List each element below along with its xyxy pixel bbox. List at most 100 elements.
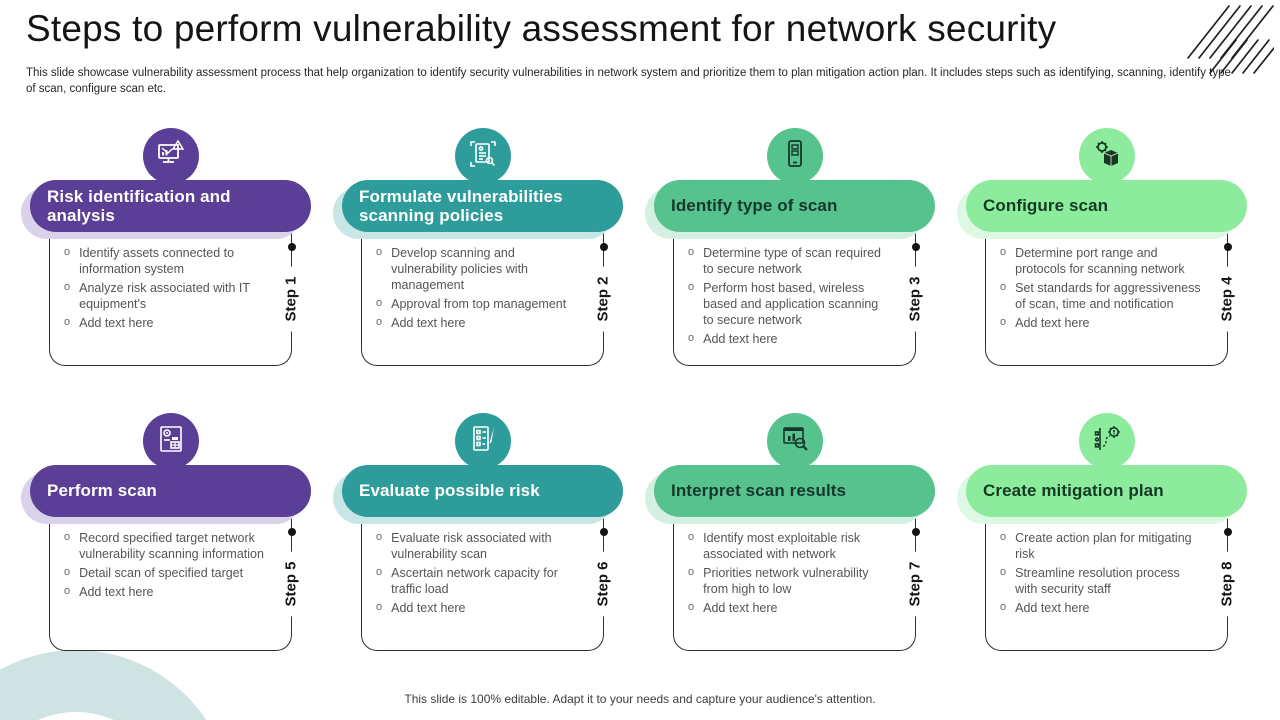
bullet-text: Create action plan for mitigating risk bbox=[1015, 531, 1192, 561]
card-body: o Determine port range and protocols for … bbox=[985, 232, 1236, 366]
bullet-item: o Identify most exploitable risk associat… bbox=[688, 530, 889, 562]
bullet-marker: o bbox=[1000, 531, 1007, 543]
step-connector-dot bbox=[911, 528, 920, 536]
bullet-marker: o bbox=[1000, 316, 1007, 328]
step-card: Create mitigation plan o Create action pla… bbox=[957, 413, 1247, 655]
bullet-marker: o bbox=[376, 246, 383, 258]
step-card: Risk identification and analysis o Identif… bbox=[21, 128, 311, 370]
card-title: Formulate vulnerabilities scanning polic… bbox=[359, 186, 563, 225]
bullet-marker: o bbox=[64, 531, 71, 543]
step-label: Step 8 bbox=[1218, 550, 1236, 617]
bullet-item: o Analyze risk associated with IT equipme… bbox=[64, 280, 265, 312]
card-body: o Identify most exploitable risk associat… bbox=[673, 517, 924, 651]
chart-magnifier-icon bbox=[779, 423, 811, 460]
card-bullet-list: o Identify most exploitable risk associat… bbox=[674, 517, 915, 616]
bullet-text: Add text here bbox=[703, 601, 778, 615]
card-bullet-list: o Determine type of scan required to secu… bbox=[674, 232, 915, 347]
bullet-text: Perform host based, wireless based and a… bbox=[703, 281, 879, 327]
page-subtitle: This slide showcase vulnerability assess… bbox=[26, 67, 1231, 96]
step-card: Interpret scan results o Identify most exp… bbox=[645, 413, 935, 655]
card-icon-circle bbox=[142, 128, 199, 184]
card-header: Interpret scan results bbox=[645, 465, 935, 524]
step-connector-dot bbox=[287, 243, 296, 251]
card-bullet-list: o Evaluate risk associated with vulnerabi… bbox=[362, 517, 603, 616]
bullet-text: Identify most exploitable risk associate… bbox=[703, 531, 861, 561]
bullet-text: Identify assets connected to information… bbox=[79, 246, 235, 276]
mobile-scan-icon bbox=[779, 138, 811, 175]
bullet-text: Add text here bbox=[79, 585, 154, 599]
bullet-item: o Create action plan for mitigating risk bbox=[1000, 530, 1201, 562]
step-label: Step 3 bbox=[906, 265, 924, 332]
step-label: Step 2 bbox=[594, 265, 612, 332]
card-icon-circle bbox=[454, 413, 511, 469]
card-header: Formulate vulnerabilities scanning polic… bbox=[333, 180, 623, 239]
bullet-item: o Detail scan of specified target bbox=[64, 565, 265, 581]
step-connector-dot bbox=[1223, 243, 1232, 251]
ring-decoration bbox=[0, 650, 232, 720]
bullet-text: Add text here bbox=[79, 316, 154, 330]
bullet-marker: o bbox=[688, 531, 695, 543]
card-title: Identify type of scan bbox=[671, 196, 838, 216]
bullet-marker: o bbox=[1000, 566, 1007, 578]
bullet-item: o Add text here bbox=[1000, 315, 1201, 331]
card-header: Configure scan bbox=[957, 180, 1247, 239]
card-icon-circle bbox=[142, 413, 199, 469]
bullet-text: Determine port range and protocols for s… bbox=[1015, 246, 1185, 276]
card-title: Create mitigation plan bbox=[983, 481, 1164, 501]
bullet-text: Priorities network vulnerability from hi… bbox=[703, 566, 869, 596]
bullet-text: Set standards for aggressiveness of scan… bbox=[1015, 281, 1201, 311]
card-header: Risk identification and analysis bbox=[21, 180, 311, 239]
card-icon-circle bbox=[1078, 413, 1135, 469]
bullet-marker: o bbox=[64, 281, 71, 293]
bullet-marker: o bbox=[376, 316, 383, 328]
card-icon-circle bbox=[766, 128, 823, 184]
bullet-marker: o bbox=[376, 566, 383, 578]
card-icon-circle bbox=[454, 128, 511, 184]
diagonal-lines-decoration bbox=[1187, 5, 1274, 74]
step-label: Step 4 bbox=[1218, 265, 1236, 332]
bullet-marker: o bbox=[64, 316, 71, 328]
bullet-marker: o bbox=[1000, 281, 1007, 293]
card-icon-circle bbox=[1078, 128, 1135, 184]
bullet-item: o Add text here bbox=[64, 315, 265, 331]
card-bullet-list: o Identify assets connected to informatio… bbox=[50, 232, 291, 331]
step-card: Formulate vulnerabilities scanning polic… bbox=[333, 128, 623, 370]
card-header: Perform scan bbox=[21, 465, 311, 524]
bullet-text: Analyze risk associated with IT equipmen… bbox=[79, 281, 250, 311]
bullet-text: Detail scan of specified target bbox=[79, 566, 244, 580]
bullet-marker: o bbox=[688, 332, 695, 344]
bullet-marker: o bbox=[64, 566, 71, 578]
card-body: o Identify assets connected to informatio… bbox=[49, 232, 300, 366]
bullet-text: Develop scanning and vulnerability polic… bbox=[391, 246, 528, 292]
card-bullet-list: o Develop scanning and vulnerability poli… bbox=[362, 232, 603, 331]
card-title: Perform scan bbox=[47, 481, 157, 501]
bullet-text: Evaluate risk associated with vulnerabil… bbox=[391, 531, 552, 561]
bullet-marker: o bbox=[688, 281, 695, 293]
bullet-marker: o bbox=[376, 297, 383, 309]
step-connector-dot bbox=[599, 243, 608, 251]
step-connector-dot bbox=[911, 243, 920, 251]
bullet-text: Determine type of scan required to secur… bbox=[703, 246, 881, 276]
step-label: Step 7 bbox=[906, 550, 924, 617]
bullet-item: o Streamline resolution process with secu… bbox=[1000, 565, 1201, 597]
bullet-text: Add text here bbox=[1015, 316, 1090, 330]
card-title: Risk identification and analysis bbox=[47, 186, 231, 225]
card-bullet-list: o Determine port range and protocols for … bbox=[986, 232, 1227, 331]
bullet-text: Streamline resolution process with secur… bbox=[1015, 566, 1180, 596]
bullet-marker: o bbox=[376, 601, 383, 613]
bullet-marker: o bbox=[1000, 601, 1007, 613]
fingerprint-report-icon bbox=[155, 423, 187, 460]
